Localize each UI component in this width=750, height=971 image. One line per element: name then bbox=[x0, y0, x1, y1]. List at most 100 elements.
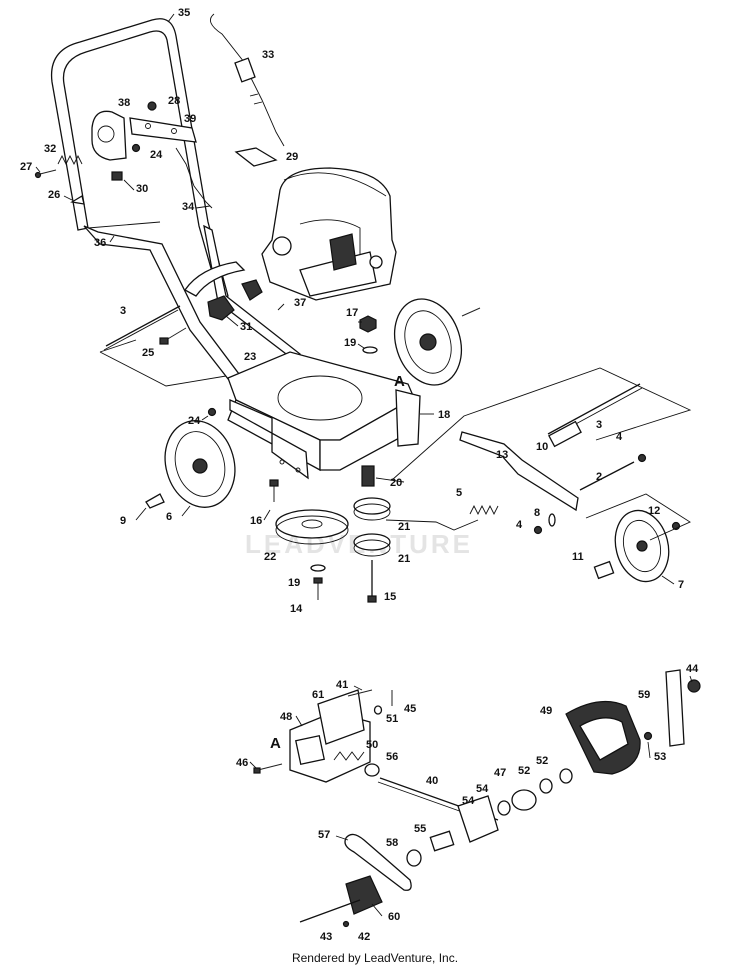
spacer-20 bbox=[361, 465, 375, 487]
callout-20: 20 bbox=[390, 477, 402, 489]
callout-57: 57 bbox=[318, 829, 330, 841]
callout-54-b: 54 bbox=[462, 795, 475, 807]
bolt-14 bbox=[313, 577, 323, 600]
bolt-53 bbox=[643, 731, 653, 741]
callout-42: 42 bbox=[358, 931, 370, 943]
callout-29: 29 bbox=[286, 151, 298, 163]
footer-credit: Rendered by LeadVenture, Inc. bbox=[291, 951, 459, 965]
callout-44: 44 bbox=[686, 663, 699, 675]
callout-60: 60 bbox=[388, 911, 400, 923]
screw-42 bbox=[342, 920, 350, 928]
callout-58: 58 bbox=[386, 837, 398, 849]
callout-labels: 35 33 38 28 39 32 24 29 27 30 26 34 36 3… bbox=[20, 7, 699, 943]
washer-58 bbox=[406, 849, 422, 867]
callout-61: 61 bbox=[312, 689, 324, 701]
callout-52-a: 52 bbox=[536, 755, 548, 767]
callout-36: 36 bbox=[94, 237, 106, 249]
callout-21-lower: 21 bbox=[398, 553, 410, 565]
callout-24-upper: 24 bbox=[150, 149, 163, 161]
clip-26 bbox=[70, 194, 85, 205]
nut-17 bbox=[359, 315, 377, 333]
callout-leaders bbox=[35, 13, 693, 917]
panel-18 bbox=[395, 389, 421, 447]
callout-33: 33 bbox=[262, 49, 274, 61]
bolt-43 bbox=[299, 899, 361, 923]
callout-35: 35 bbox=[178, 7, 190, 19]
callout-3-right: 3 bbox=[596, 419, 602, 431]
callout-28: 28 bbox=[168, 95, 180, 107]
nut-28 bbox=[147, 101, 157, 111]
belt-guard bbox=[565, 700, 641, 775]
callout-31: 31 bbox=[240, 321, 252, 333]
pulley-21-upper bbox=[353, 497, 391, 521]
callout-3-left: 3 bbox=[120, 305, 126, 317]
bracket-59 bbox=[665, 669, 685, 747]
nut-44 bbox=[687, 679, 701, 693]
callout-27: 27 bbox=[20, 161, 32, 173]
callout-59: 59 bbox=[638, 689, 650, 701]
callout-52-b: 52 bbox=[518, 765, 530, 777]
reference-a-upper: A bbox=[394, 373, 405, 390]
edger-housing bbox=[289, 689, 371, 783]
front-axle-assembly bbox=[459, 383, 647, 512]
spring-and-bolt bbox=[34, 154, 83, 179]
knob-upper bbox=[241, 279, 263, 301]
callout-10: 10 bbox=[536, 441, 548, 453]
callout-51: 51 bbox=[386, 713, 398, 725]
cable-34 bbox=[175, 147, 213, 209]
callout-18: 18 bbox=[438, 409, 450, 421]
callout-30: 30 bbox=[136, 183, 148, 195]
idler-60 bbox=[345, 875, 383, 915]
upper-handle bbox=[50, 18, 229, 301]
callout-40: 40 bbox=[426, 775, 438, 787]
pulley-21-lower bbox=[353, 533, 391, 557]
bearing-47 bbox=[511, 789, 537, 811]
callout-8: 8 bbox=[534, 507, 540, 519]
callout-56: 56 bbox=[386, 751, 398, 763]
callout-4-upper: 4 bbox=[616, 431, 623, 443]
belt-57 bbox=[344, 833, 412, 891]
spring-50 bbox=[333, 751, 365, 761]
pulley-22 bbox=[275, 509, 349, 545]
callout-11: 11 bbox=[572, 551, 584, 563]
callout-19-lower: 19 bbox=[288, 577, 300, 589]
callout-45: 45 bbox=[404, 703, 416, 715]
spacer-55 bbox=[429, 830, 455, 852]
callout-53: 53 bbox=[654, 751, 666, 763]
bolt-16 bbox=[269, 479, 279, 502]
washer-19-upper bbox=[362, 346, 378, 354]
callout-50: 50 bbox=[366, 739, 378, 751]
callout-24-lower: 24 bbox=[188, 415, 201, 427]
bolt-24-lower bbox=[207, 407, 217, 417]
washer-19-lower bbox=[310, 564, 326, 572]
washer-51 bbox=[373, 705, 383, 715]
callout-19-upper: 19 bbox=[344, 337, 356, 349]
callout-38: 38 bbox=[118, 97, 130, 109]
spacer-11 bbox=[593, 560, 615, 580]
reference-a-lower: A bbox=[270, 735, 281, 752]
callout-32: 32 bbox=[44, 143, 56, 155]
callout-37: 37 bbox=[294, 297, 306, 309]
nut-4-lower bbox=[533, 525, 543, 535]
spring-5 bbox=[469, 504, 499, 516]
frame-deck bbox=[227, 351, 415, 480]
knob-31 bbox=[207, 295, 235, 321]
callout-2: 2 bbox=[596, 471, 602, 483]
callout-34: 34 bbox=[182, 201, 195, 213]
washer-8 bbox=[548, 513, 556, 527]
control-bracket bbox=[91, 110, 197, 161]
callout-54-a: 54 bbox=[476, 783, 489, 795]
callout-39: 39 bbox=[184, 113, 196, 125]
wheel-front-right bbox=[614, 509, 670, 583]
upper-leader-lines bbox=[99, 339, 692, 541]
throttle-cable bbox=[209, 13, 285, 147]
engine bbox=[261, 167, 397, 301]
callout-25: 25 bbox=[142, 347, 154, 359]
callout-22: 22 bbox=[264, 551, 276, 563]
bolt-25 bbox=[159, 327, 187, 345]
callout-26: 26 bbox=[48, 189, 60, 201]
callout-21-upper: 21 bbox=[398, 521, 410, 533]
washer-54 bbox=[497, 800, 511, 816]
bolt-46 bbox=[253, 763, 283, 774]
